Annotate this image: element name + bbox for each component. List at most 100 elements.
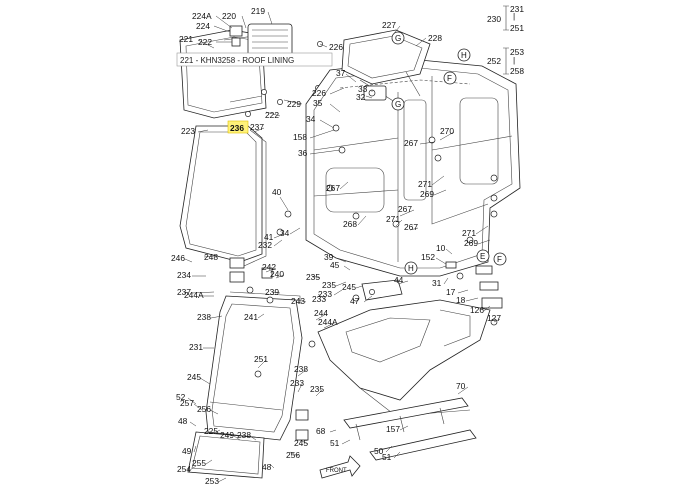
- label-37[interactable]: 37: [336, 68, 346, 78]
- label-36[interactable]: 36: [298, 148, 308, 158]
- front-bracket-part[interactable]: [352, 279, 403, 302]
- circle-marker-h2[interactable]: H: [404, 261, 418, 275]
- label-221[interactable]: 221: [179, 34, 193, 44]
- label-222b[interactable]: 222: [265, 110, 279, 120]
- circle-marker-h1[interactable]: H: [457, 48, 471, 62]
- circle-marker-e[interactable]: E: [476, 249, 490, 263]
- label-35[interactable]: 35: [313, 98, 323, 108]
- label-228[interactable]: 228: [428, 33, 442, 43]
- circle-marker-g1[interactable]: G: [391, 31, 405, 45]
- label-126[interactable]: 126: [470, 305, 484, 315]
- label-255[interactable]: 255: [192, 458, 206, 468]
- label-270a[interactable]: 270: [440, 126, 454, 136]
- label-50[interactable]: 50: [374, 446, 384, 456]
- label-32[interactable]: 32: [356, 92, 366, 102]
- floor-plate-part[interactable]: [317, 299, 491, 417]
- label-248[interactable]: 248: [204, 252, 218, 262]
- label-238a[interactable]: 238: [197, 312, 211, 322]
- label-268[interactable]: 268: [343, 219, 357, 229]
- label-240[interactable]: 240: [270, 269, 284, 279]
- label-233a[interactable]: 233: [312, 294, 326, 304]
- glass-seal-part[interactable]: [243, 129, 267, 267]
- label-227[interactable]: 227: [382, 20, 396, 30]
- label-267b[interactable]: 267: [326, 183, 340, 193]
- ref-bottom-end[interactable]: 258: [510, 66, 524, 76]
- circle-marker-g2[interactable]: G: [391, 97, 405, 111]
- label-271a[interactable]: 271: [418, 179, 432, 189]
- label-256b[interactable]: 256: [286, 450, 300, 460]
- label-18[interactable]: 18: [456, 295, 466, 305]
- label-269b[interactable]: 269: [464, 238, 478, 248]
- label-256a[interactable]: 256: [197, 404, 211, 414]
- label-152[interactable]: 152: [421, 252, 435, 262]
- label-239[interactable]: 239: [265, 287, 279, 297]
- label-233b[interactable]: 233: [318, 289, 332, 299]
- rear-glass-part[interactable]: [179, 125, 263, 263]
- label-241[interactable]: 241: [244, 312, 258, 322]
- door-frame-part[interactable]: [205, 291, 303, 441]
- label-245c[interactable]: 245: [294, 438, 308, 448]
- label-234[interactable]: 234: [177, 270, 191, 280]
- label-233c[interactable]: 233: [290, 378, 304, 388]
- label-70[interactable]: 70: [456, 381, 466, 391]
- label-49[interactable]: 49: [182, 446, 192, 456]
- label-244a2[interactable]: 244A: [318, 317, 338, 327]
- label-10[interactable]: 10: [436, 243, 446, 253]
- label-243[interactable]: 243: [291, 296, 305, 306]
- label-34b[interactable]: 34: [280, 228, 290, 238]
- label-47[interactable]: 47: [350, 296, 360, 306]
- sunroof-frame-part[interactable]: [341, 29, 431, 105]
- label-235a[interactable]: 235: [306, 272, 320, 282]
- label-224a[interactable]: 224A: [192, 11, 212, 21]
- label-238c[interactable]: 238: [237, 430, 251, 440]
- label-242[interactable]: 242: [262, 262, 276, 272]
- label-229[interactable]: 229: [287, 99, 301, 109]
- ref-bottom-start[interactable]: 253: [510, 47, 524, 57]
- door-hardware[interactable]: [229, 257, 316, 441]
- label-246[interactable]: 246: [171, 253, 185, 263]
- label-232[interactable]: 232: [258, 240, 272, 250]
- label-267c[interactable]: 267: [398, 204, 412, 214]
- label-226b[interactable]: 226: [312, 88, 326, 98]
- label-33[interactable]: 33: [358, 84, 368, 94]
- label-244[interactable]: 244: [314, 308, 328, 318]
- label-41[interactable]: 41: [264, 232, 274, 242]
- label-236-highlighted[interactable]: 236: [230, 123, 244, 133]
- circle-marker-f1[interactable]: F: [443, 71, 457, 85]
- ref-top-end[interactable]: 251: [510, 23, 524, 33]
- label-271b[interactable]: 271: [386, 214, 400, 224]
- label-224[interactable]: 224: [196, 21, 210, 31]
- floor-rail-part[interactable]: [343, 397, 477, 461]
- label-238b[interactable]: 238: [294, 364, 308, 374]
- label-267d[interactable]: 267: [404, 222, 418, 232]
- label-245a[interactable]: 245: [342, 282, 356, 292]
- label-220[interactable]: 220: [222, 11, 236, 21]
- label-249[interactable]: 249: [220, 430, 234, 440]
- label-257[interactable]: 257: [180, 398, 194, 408]
- label-222[interactable]: 222: [198, 37, 212, 47]
- label-251[interactable]: 251: [254, 354, 268, 364]
- label-158[interactable]: 158: [293, 132, 307, 142]
- label-219[interactable]: 219: [251, 6, 265, 16]
- label-235b[interactable]: 235: [322, 280, 336, 290]
- label-39[interactable]: 39: [324, 252, 334, 262]
- label-245b[interactable]: 245: [187, 372, 201, 382]
- bracket-220-part[interactable]: [229, 25, 243, 47]
- roof-lining-part[interactable]: [179, 29, 267, 119]
- roof-latch-part[interactable]: [363, 85, 387, 101]
- label-51a[interactable]: 51: [330, 438, 340, 448]
- label-52[interactable]: 52: [176, 392, 186, 402]
- label-45a[interactable]: 45: [330, 260, 340, 270]
- label-254[interactable]: 254: [177, 464, 191, 474]
- label-223[interactable]: 223: [181, 126, 195, 136]
- label-225[interactable]: 225: [204, 426, 218, 436]
- label-237b[interactable]: 237: [177, 287, 191, 297]
- cab-frame-part[interactable]: [305, 59, 521, 277]
- label-68[interactable]: 68: [316, 426, 326, 436]
- label-269a[interactable]: 269: [420, 189, 434, 199]
- label-40[interactable]: 40: [272, 187, 282, 197]
- label-226[interactable]: 226: [329, 42, 343, 52]
- label-237[interactable]: 237: [250, 122, 264, 132]
- label-127[interactable]: 127: [487, 313, 501, 323]
- ref-top-main[interactable]: 230: [487, 14, 501, 24]
